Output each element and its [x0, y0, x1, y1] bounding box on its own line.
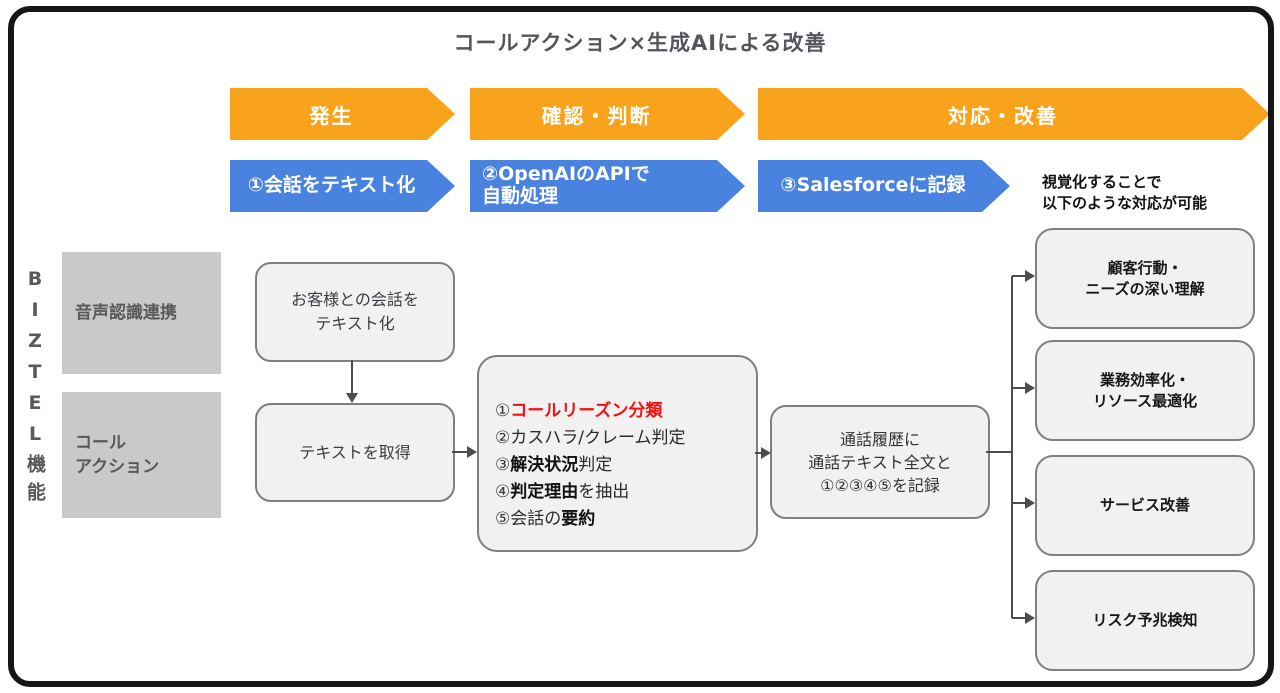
feature-label: 音声認識連携: [75, 303, 177, 323]
node-textify-customer-conversation: お客様との会話を テキスト化: [255, 262, 455, 362]
stage-label: 対応・改善: [948, 103, 1058, 128]
page-title: コールアクション×生成AIによる改善: [453, 31, 827, 55]
node-label: テキストを取得: [299, 442, 411, 462]
stage-chevron-respond-improve: 対応・改善: [758, 88, 1270, 140]
analysis-item: ④判定理由を抽出: [495, 482, 630, 502]
arrowhead-right-icon: [1025, 382, 1035, 394]
step-label: ①会話をテキスト化: [247, 174, 416, 197]
arrowhead-right-icon: [1025, 497, 1035, 509]
stage-label: 確認・判断: [541, 103, 652, 128]
biztel-function-label: BIZTEL機能: [24, 268, 46, 510]
analysis-item: ①コールリーズン分類: [495, 401, 663, 421]
outcome-box-customer-understanding: 顧客行動・ ニーズの深い理解: [1035, 228, 1255, 329]
outcome-label: 顧客行動・ ニーズの深い理解: [1085, 258, 1205, 298]
analysis-item: ②カスハラ/クレーム判定: [495, 428, 686, 448]
step-chevron-openai-api: ②OpenAIのAPIで 自動処理: [470, 160, 745, 212]
stage-label: 発生: [309, 103, 354, 128]
node-record-call-history: 通話履歴に 通話テキスト全文と ①②③④⑤を記録: [770, 405, 990, 519]
outcome-label: サービス改善: [1099, 496, 1190, 514]
outcome-box-risk-detection: リスク予兆検知: [1035, 570, 1255, 671]
step-label: ③Salesforceに記録: [780, 174, 966, 197]
node-label: 通話履歴に 通話テキスト全文と ①②③④⑤を記録: [808, 429, 952, 495]
stage-chevron-occurrence: 発生: [230, 88, 455, 140]
feature-label: コール アクション: [75, 433, 160, 477]
arrowhead-right-icon: [1025, 612, 1035, 624]
feature-box-call-action: コール アクション: [62, 392, 221, 518]
outcome-box-service-improvement: サービス改善: [1035, 455, 1255, 556]
outcome-box-efficiency-optimization: 業務効率化・ リソース最適化: [1035, 340, 1255, 441]
analysis-items: ①コールリーズン分類 ②カスハラ/クレーム判定 ③解決状況判定 ④判定理由を抽出…: [479, 398, 685, 533]
node-ai-analysis-list: ①コールリーズン分類 ②カスハラ/クレーム判定 ③解決状況判定 ④判定理由を抽出…: [477, 355, 758, 552]
stage-chevron-confirm-judge: 確認・判断: [470, 88, 745, 140]
arrowhead-right-icon: [1025, 270, 1035, 282]
analysis-item: ⑤会話の要約: [495, 509, 596, 529]
feature-box-voice-recognition: 音声認識連携: [62, 252, 221, 374]
step-label: ②OpenAIのAPIで 自動処理: [482, 163, 650, 207]
visualization-annotation: 視覚化することで 以下のような対応が可能: [1042, 173, 1208, 212]
step-chevron-salesforce-record: ③Salesforceに記録: [758, 160, 1010, 212]
arrowhead-right-icon: [467, 446, 477, 458]
analysis-item: ③解決状況判定: [495, 455, 613, 475]
step-chevron-textify-conversation: ①会話をテキスト化: [230, 160, 455, 212]
node-acquire-text: テキストを取得: [255, 403, 455, 502]
outcome-label: 業務効率化・ リソース最適化: [1092, 370, 1198, 410]
node-label: お客様との会話を テキスト化: [291, 290, 419, 333]
outcome-label: リスク予兆検知: [1092, 611, 1198, 629]
arrowhead-down-icon: [346, 393, 358, 403]
